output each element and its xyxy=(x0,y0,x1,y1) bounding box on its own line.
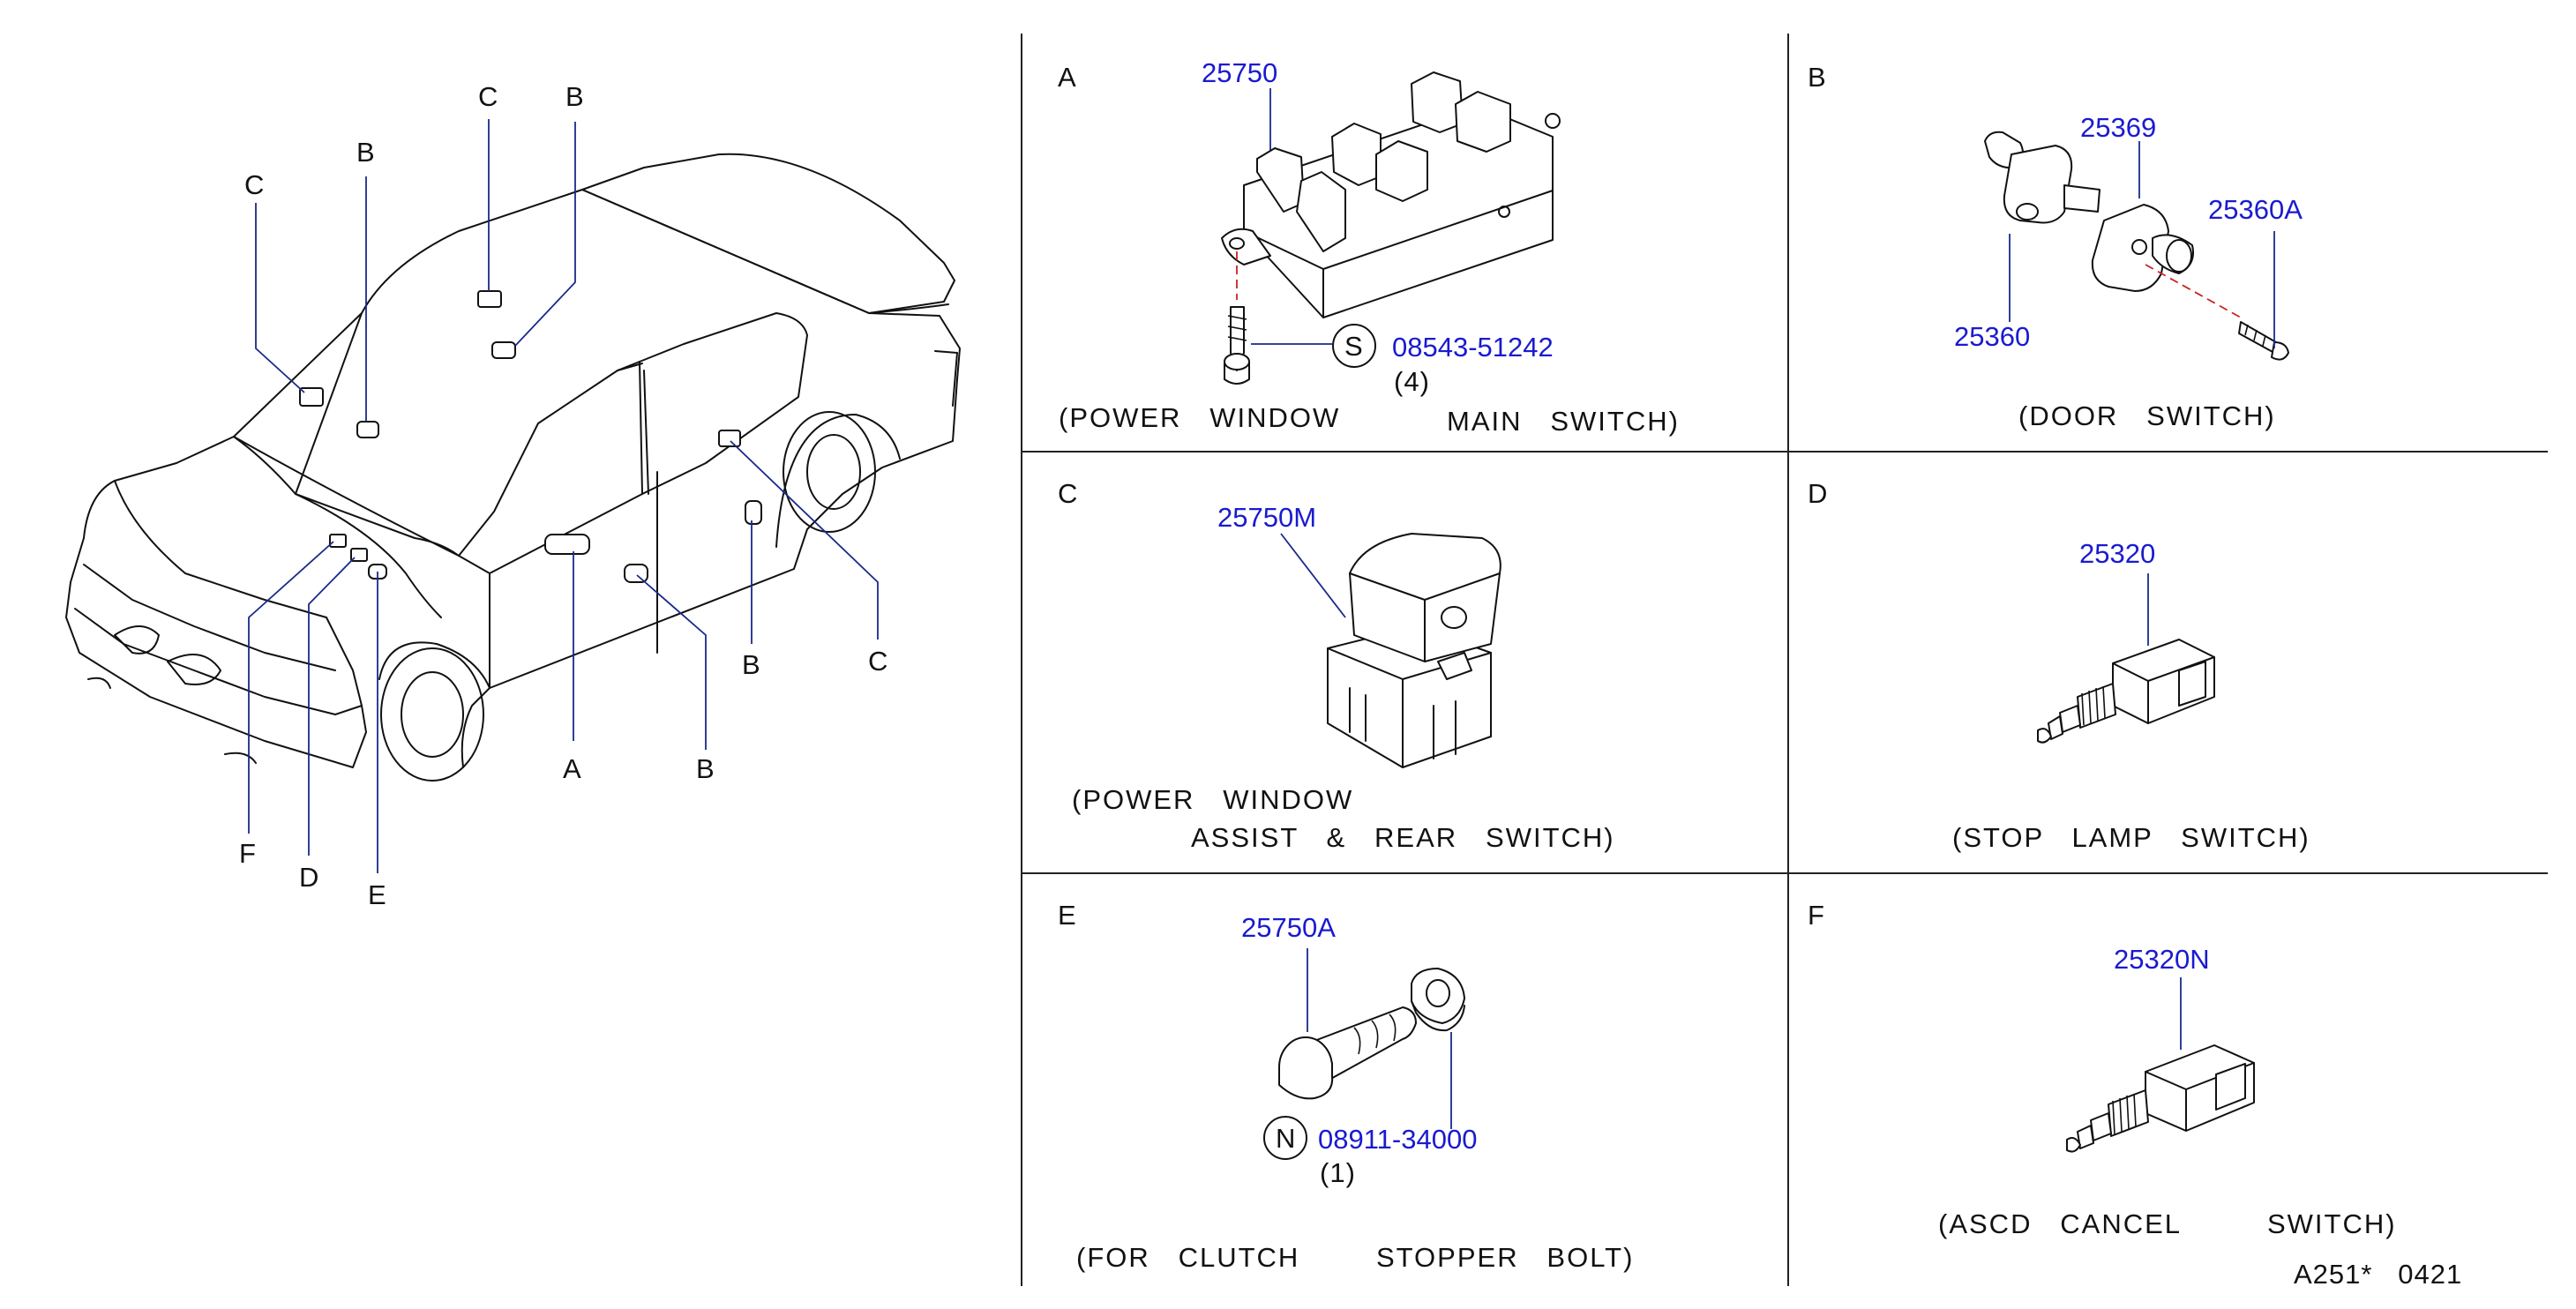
panel-e-letter: E xyxy=(1058,900,1077,931)
callout-c-rear: C xyxy=(868,646,888,677)
panel-a-caption-1: (POWER WINDOW xyxy=(1059,402,1340,433)
power-window-main-switch-drawing xyxy=(1221,71,1561,385)
panel-c-caption-2: ASSIST & REAR SWITCH) xyxy=(1191,822,1615,853)
panel-e-fastener-part-number: 08911-34000 xyxy=(1318,1124,1477,1155)
panel-a: A 25750 S 08543-51242 (4) (PO xyxy=(1058,57,1680,437)
panel-grid xyxy=(1021,34,2548,1286)
panel-e: E 25750A N 08911-34000 (1) (FOR CLUTCH S… xyxy=(1058,900,1634,1273)
callout-a: A xyxy=(563,753,582,784)
panel-a-letter: A xyxy=(1058,62,1077,93)
stop-lamp-switch-drawing xyxy=(2037,639,2215,744)
fastener-symbol-n-circle xyxy=(1263,1116,1307,1160)
panel-e-part-number: 25750A xyxy=(1241,912,1336,943)
callout-b-left: B xyxy=(356,137,376,168)
callout-c-top: C xyxy=(478,81,498,112)
panel-c: C 25750M (POWER WINDOW ASSIST & REAR SWI… xyxy=(1058,478,1615,853)
panel-b: B 25369 25360A 25360 (DOOR SWITCH) xyxy=(1808,62,2303,431)
callout-e: E xyxy=(368,879,387,910)
clutch-stopper-bolt-drawing xyxy=(1278,968,1465,1100)
panel-b-part-3: 25360 xyxy=(1954,321,2030,352)
panel-a-caption-2: MAIN SWITCH) xyxy=(1447,406,1680,437)
panel-a-fastener-part-number: 08543-51242 xyxy=(1392,332,1554,363)
panel-a-part-number: 25750 xyxy=(1202,57,1277,88)
car-body-outline xyxy=(65,153,961,782)
callout-b-rear: B xyxy=(742,649,761,680)
callout-c-left: C xyxy=(244,169,265,200)
panel-f-part-number: 25320N xyxy=(2114,944,2210,975)
panel-d-part-number: 25320 xyxy=(2079,538,2155,569)
panel-e-caption-2: STOPPER BOLT) xyxy=(1376,1242,1634,1273)
panel-e-fastener-qty: (1) xyxy=(1320,1157,1356,1188)
panel-b-part-2: 25360A xyxy=(2208,194,2303,225)
panel-b-part-1: 25369 xyxy=(2080,112,2156,143)
panel-c-letter: C xyxy=(1058,478,1078,509)
panel-f-caption-1: (ASCD CANCEL xyxy=(1938,1208,2182,1239)
panel-e-caption-1: (FOR CLUTCH xyxy=(1076,1242,1299,1273)
callout-f: F xyxy=(239,838,257,869)
panel-b-letter: B xyxy=(1808,62,1827,93)
fastener-symbol-s: S xyxy=(1344,331,1364,362)
callout-b-lower: B xyxy=(696,753,715,784)
fastener-symbol-s-circle xyxy=(1332,324,1376,368)
panel-f-caption-2: SWITCH) xyxy=(2267,1208,2397,1239)
panel-f: F 25320N (ASCD CANCEL SWITCH) A251* 0421 xyxy=(1808,900,2462,1290)
panel-d-letter: D xyxy=(1808,478,1828,509)
panel-c-part-number: 25750M xyxy=(1217,502,1316,533)
callout-b-top: B xyxy=(565,81,585,112)
panel-d-caption: (STOP LAMP SWITCH) xyxy=(1952,822,2310,853)
callout-d: D xyxy=(299,862,319,893)
car-overview: C B C B A B B C F D E xyxy=(65,81,961,910)
panel-d: D 25320 (STOP LAMP SWITCH) xyxy=(1808,478,2310,853)
panel-a-fastener-qty: (4) xyxy=(1394,366,1430,397)
fastener-symbol-n: N xyxy=(1276,1123,1296,1154)
car-callout-leaders xyxy=(248,119,879,873)
power-window-assist-switch-drawing xyxy=(1327,533,1501,768)
diagram-code: A251* 0421 xyxy=(2294,1259,2462,1290)
ascd-cancel-switch-drawing xyxy=(2066,1044,2255,1153)
panel-b-caption: (DOOR SWITCH) xyxy=(2018,400,2276,431)
door-switch-drawing xyxy=(1984,131,2289,361)
panel-c-caption-1: (POWER WINDOW xyxy=(1072,784,1353,815)
panel-f-letter: F xyxy=(1808,900,1825,931)
